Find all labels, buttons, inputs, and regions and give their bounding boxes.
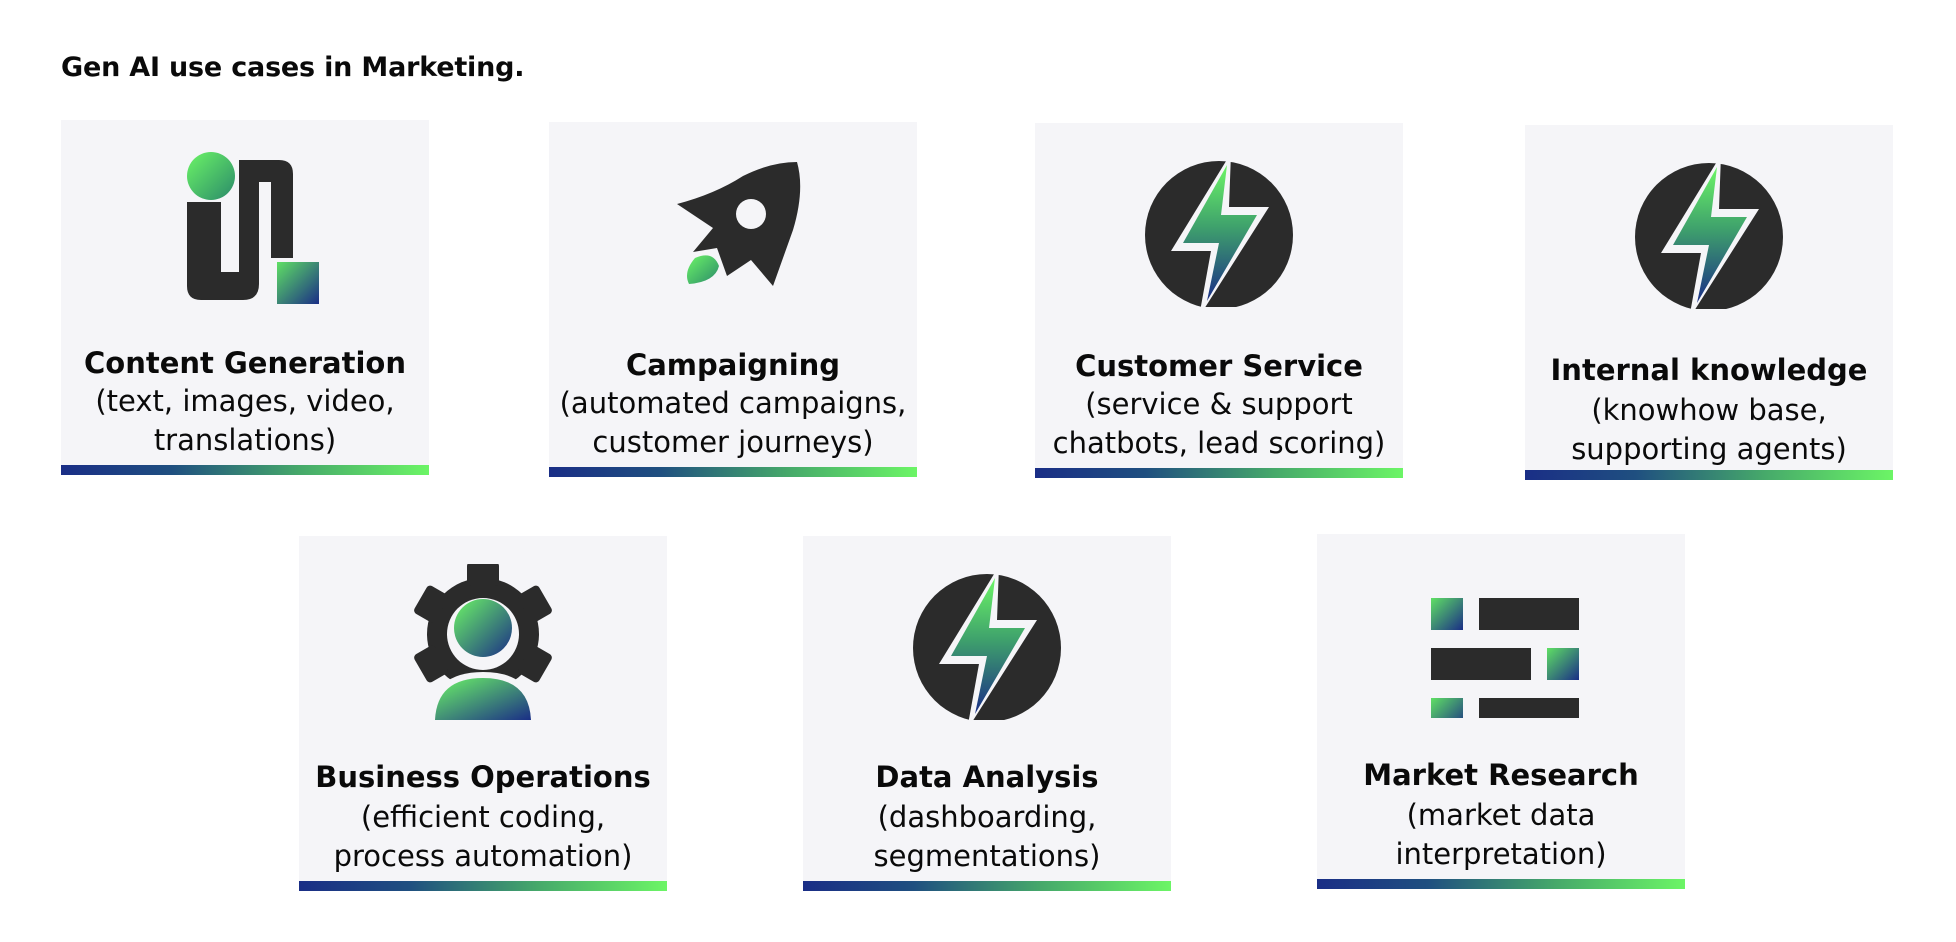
content-generation-icon <box>167 148 323 304</box>
card-gradient-underline <box>61 465 429 475</box>
gear-person-icon <box>405 564 561 720</box>
card-description: (service & support chatbots, lead scorin… <box>1052 387 1386 460</box>
rocket-icon <box>655 150 811 306</box>
card-title: Market Research <box>1363 758 1639 792</box>
card-gradient-underline <box>299 881 667 891</box>
card-title: Business Operations <box>315 760 651 794</box>
card-description: (dashboarding, segmentations) <box>873 800 1101 873</box>
card-campaigning: Campaigning (automated campaigns, custom… <box>549 122 917 477</box>
card-description: (efficient coding, process automation) <box>333 800 633 873</box>
card-business-operations: Business Operations (efficient coding, p… <box>299 536 667 891</box>
card-gradient-underline <box>1317 879 1685 889</box>
card-description: (knowhow base, supporting agents) <box>1571 393 1847 466</box>
card-gradient-underline <box>803 881 1171 891</box>
card-title: Internal knowledge <box>1550 353 1868 387</box>
card-gradient-underline <box>549 467 917 477</box>
list-blocks-icon <box>1423 562 1579 718</box>
card-title: Data Analysis <box>875 760 1099 794</box>
card-title: Campaigning <box>625 348 841 382</box>
card-title: Customer Service <box>1075 349 1363 383</box>
card-description: (automated campaigns, customer journeys) <box>559 386 907 459</box>
card-content-generation: Content Generation (text, images, video,… <box>61 120 429 475</box>
card-title: Content Generation <box>83 346 407 380</box>
card-internal-knowledge: Internal knowledge (knowhow base, suppor… <box>1525 125 1893 480</box>
lightning-bolt-icon <box>1141 151 1297 307</box>
card-customer-service: Customer Service (service & support chat… <box>1035 123 1403 478</box>
page-title: Gen AI use cases in Marketing. <box>61 52 525 83</box>
card-description: (text, images, video, translations) <box>95 384 395 457</box>
card-gradient-underline <box>1525 470 1893 480</box>
card-market-research: Market Research (market data interpretat… <box>1317 534 1685 889</box>
lightning-bolt-icon <box>909 564 1065 720</box>
card-description: (market data interpretation) <box>1395 798 1607 871</box>
lightning-bolt-icon <box>1631 153 1787 309</box>
card-data-analysis: Data Analysis (dashboarding, segmentatio… <box>803 536 1171 891</box>
card-gradient-underline <box>1035 468 1403 478</box>
